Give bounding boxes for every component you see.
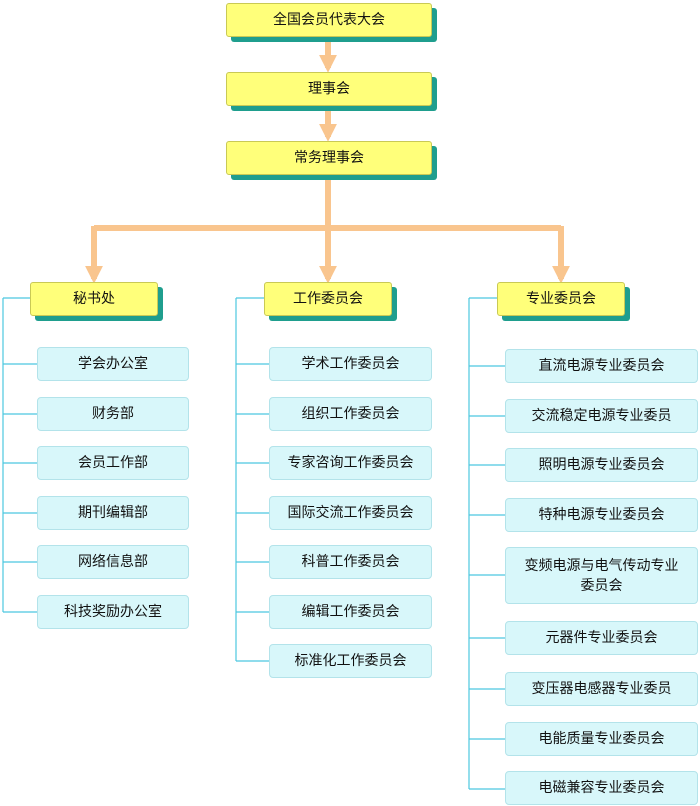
leaf-working-standards: 标准化工作委员会	[269, 644, 432, 678]
leaf-secretariat-membership: 会员工作部	[37, 446, 189, 480]
leaf-secretariat-journal: 期刊编辑部	[37, 496, 189, 530]
leaf-working-organization: 组织工作委员会	[269, 397, 432, 431]
leaf-secretariat-awards: 科技奖励办公室	[37, 595, 189, 629]
leaf-pro-special: 特种电源专业委员会	[505, 498, 698, 532]
node-standing-council: 常务理事会	[226, 141, 432, 175]
node-national-congress: 全国会员代表大会	[226, 3, 432, 37]
tree-lines-professional-committee	[468, 297, 505, 790]
leaf-pro-vfd: 变频电源与电气传动专业委员会	[505, 547, 698, 604]
leaf-secretariat-finance: 财务部	[37, 397, 189, 431]
leaf-secretariat-office: 学会办公室	[37, 347, 189, 381]
node-council: 理事会	[226, 72, 432, 106]
leaf-pro-components: 元器件专业委员会	[505, 621, 698, 655]
leaf-pro-transformer: 变压器电感器专业委员	[505, 672, 698, 706]
leaf-working-academic: 学术工作委员会	[269, 347, 432, 381]
leaf-pro-dc-power: 直流电源专业委员会	[505, 349, 698, 383]
node-working-committee: 工作委员会	[264, 282, 392, 316]
leaf-secretariat-network: 网络信息部	[37, 545, 189, 579]
leaf-working-expert: 专家咨询工作委员会	[269, 446, 432, 480]
tree-lines-working-committee	[235, 297, 269, 662]
leaf-working-editing: 编辑工作委员会	[269, 595, 432, 629]
leaf-working-science: 科普工作委员会	[269, 545, 432, 579]
leaf-pro-ac-stabilized: 交流稳定电源专业委员	[505, 399, 698, 433]
node-secretariat: 秘书处	[30, 282, 158, 316]
leaf-working-international: 国际交流工作委员会	[269, 496, 432, 530]
leaf-pro-lighting: 照明电源专业委员会	[505, 448, 698, 482]
node-professional-committee: 专业委员会	[497, 282, 625, 316]
leaf-pro-emc: 电磁兼容专业委员会	[505, 771, 698, 805]
leaf-pro-power-quality: 电能质量专业委员会	[505, 722, 698, 756]
tree-lines-secretariat	[2, 297, 37, 613]
